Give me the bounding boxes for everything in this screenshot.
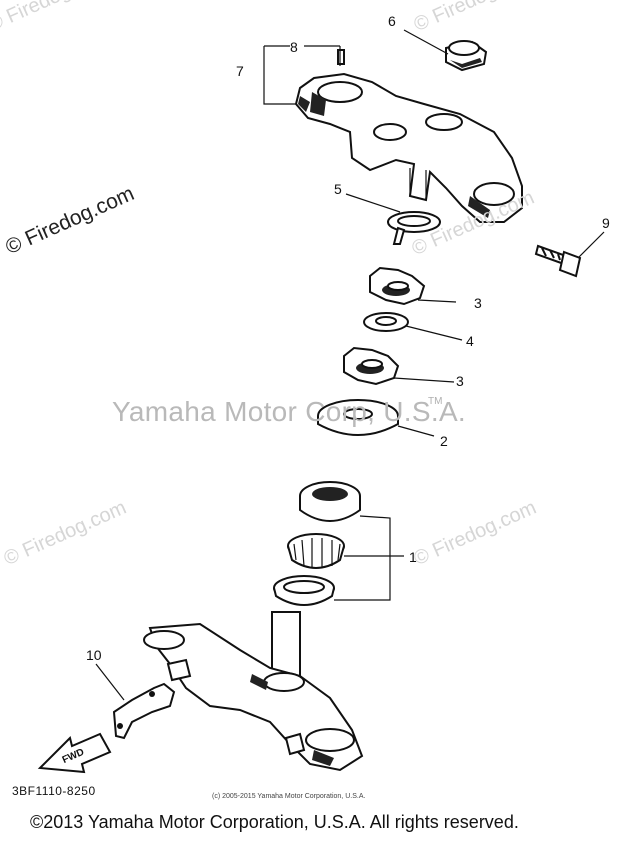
callout-8: 8 [290, 39, 298, 55]
washer-part [363, 312, 409, 332]
pin-part [337, 49, 345, 65]
callout-2: 2 [440, 433, 448, 449]
callout-1: 1 [409, 549, 417, 565]
bearing-rollers-part [287, 533, 345, 569]
callout-3-lower: 3 [456, 373, 464, 389]
upper-bracket-part [294, 72, 523, 223]
bearing-outer-race-part [299, 481, 361, 522]
stopper-bracket-part [112, 682, 176, 740]
small-copyright: (c) 2005-2015 Yamaha Motor Corporation, … [212, 793, 366, 800]
leader-lines [95, 29, 605, 701]
callout-7: 7 [236, 63, 244, 79]
yamaha-watermark: Yamaha Motor Corp, U.S.A. [112, 396, 466, 427]
cap-nut-part [445, 40, 488, 72]
diagram-part-number: 3BF1110-8250 [12, 784, 96, 798]
callout-6: 6 [388, 13, 396, 29]
callout-4: 4 [466, 333, 474, 349]
callout-3-upper: 3 [474, 295, 482, 311]
callout-5: 5 [334, 181, 342, 197]
trademark-mark: TM [428, 396, 443, 407]
lock-washer-part [387, 211, 441, 245]
bolt-part [534, 244, 582, 278]
bearing-inner-race-part [273, 575, 335, 606]
callout-10: 10 [86, 647, 102, 663]
bearing-cover-part [317, 399, 399, 436]
ring-nut-lower-part [343, 346, 400, 386]
ring-nut-upper-part [369, 266, 426, 306]
under-bracket-part [143, 611, 364, 772]
callout-9: 9 [602, 215, 610, 231]
callouts: 1 2 3 3 4 5 6 7 8 9 10 [86, 13, 610, 663]
copyright-footer: ©2013 Yamaha Motor Corporation, U.S.A. A… [30, 812, 519, 832]
fwd-arrow-icon: FWD [37, 732, 112, 774]
